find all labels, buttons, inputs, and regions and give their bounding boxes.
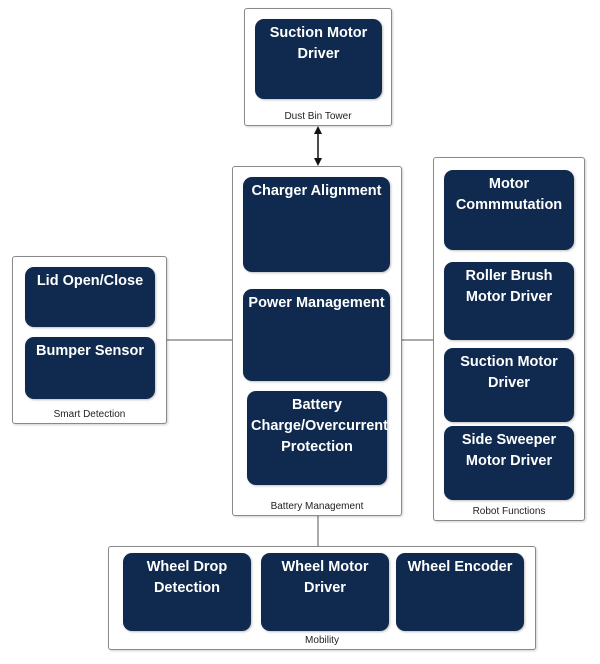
group-smart-detection: Lid Open/Close Bumper Sensor Smart Detec… bbox=[12, 256, 167, 424]
block-charger-alignment: Charger Alignment bbox=[243, 177, 390, 272]
block-side-sweeper-motor-driver: Side Sweeper Motor Driver bbox=[444, 426, 574, 500]
block-suction-motor-driver-tower: Suction Motor Driver bbox=[255, 19, 382, 99]
group-label-robot-functions: Robot Functions bbox=[472, 506, 546, 517]
block-wheel-encoder: Wheel Encoder bbox=[396, 553, 524, 631]
block-battery-charge-protection: Battery Charge/Overcurrent Protection bbox=[247, 391, 388, 485]
group-label-dust-bin-tower: Dust Bin Tower bbox=[284, 111, 352, 122]
block-lid-open-close: Lid Open/Close bbox=[25, 267, 155, 327]
group-dust-bin-tower: Suction Motor Driver Dust Bin Tower bbox=[244, 8, 392, 126]
block-suction-motor-driver-robot: Suction Motor Driver bbox=[444, 348, 574, 422]
group-label-mobility: Mobility bbox=[305, 635, 339, 646]
group-robot-functions: Motor Commmutation Roller Brush Motor Dr… bbox=[433, 157, 585, 521]
block-power-management: Power Management bbox=[243, 289, 390, 381]
group-mobility: Wheel Drop Detection Wheel Motor Driver … bbox=[108, 546, 536, 650]
group-label-battery-management: Battery Management bbox=[270, 501, 364, 512]
block-motor-commutation: Motor Commmutation bbox=[444, 170, 574, 250]
block-wheel-motor-driver: Wheel Motor Driver bbox=[261, 553, 389, 631]
block-roller-brush-motor-driver: Roller Brush Motor Driver bbox=[444, 262, 574, 340]
group-battery-management: Charger Alignment Power Management Batte… bbox=[232, 166, 402, 516]
block-wheel-drop-detection: Wheel Drop Detection bbox=[123, 553, 251, 631]
block-bumper-sensor: Bumper Sensor bbox=[25, 337, 155, 399]
group-label-smart-detection: Smart Detection bbox=[53, 409, 126, 420]
